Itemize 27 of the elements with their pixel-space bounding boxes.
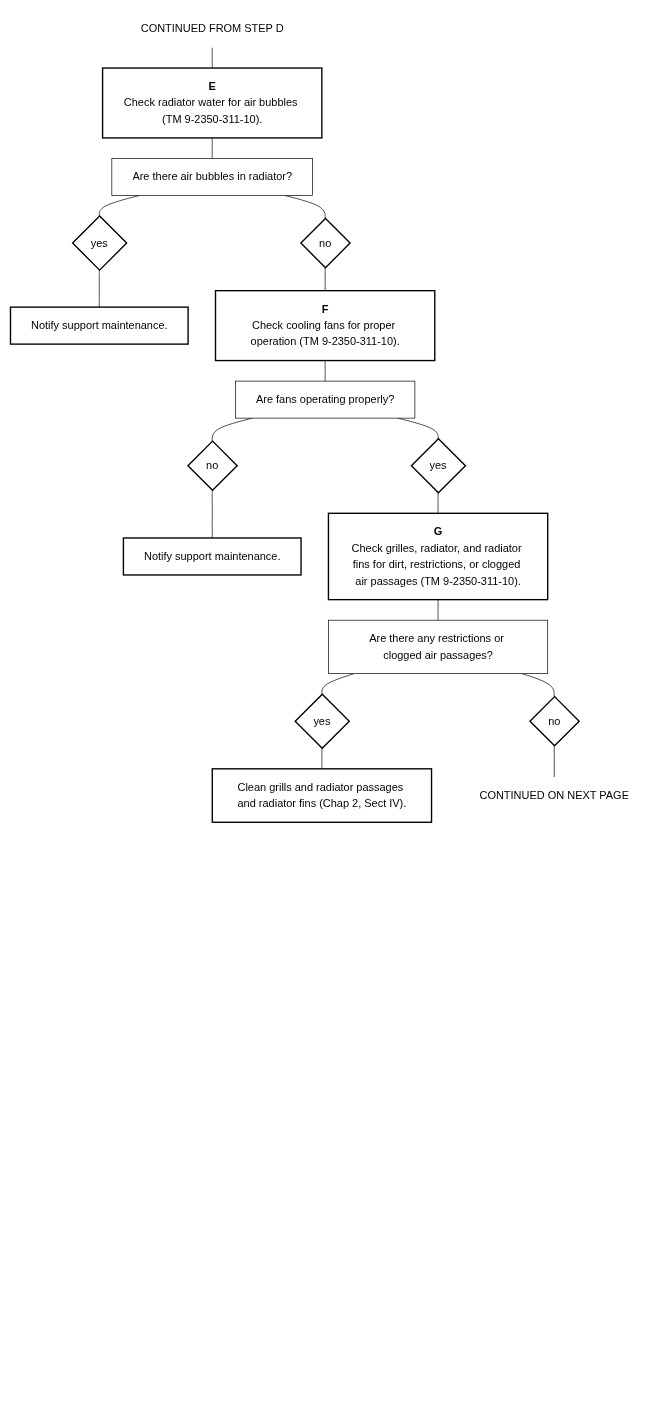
node-box: Notify support maintenance.	[122, 537, 302, 576]
node-diamond: yes	[294, 693, 351, 750]
connector	[437, 599, 439, 621]
connector	[324, 360, 326, 382]
node-box: Notify support maintenance.	[9, 306, 189, 345]
connector	[98, 269, 100, 308]
connector	[321, 747, 323, 770]
connector	[437, 492, 439, 514]
connector	[324, 267, 326, 291]
node-box: Are there any restrictions or clogged air passages?	[328, 619, 549, 674]
node-diamond: yes	[71, 215, 128, 272]
node-diamond: no	[187, 440, 239, 492]
connector	[211, 137, 213, 159]
node-diamond: yes	[410, 437, 467, 494]
connector	[211, 47, 213, 69]
node-box: Are there air bubbles in radiator?	[111, 158, 313, 196]
node-text: CONTINUED FROM STEP D	[140, 22, 284, 35]
node-box: G Check grilles, radiator, and radiator fins for dirt, restrictions, or clogged air passages (TM 9-2350-311-10).	[327, 512, 549, 601]
connector	[211, 489, 213, 539]
node-box: E Check radiator water for air bubbles (TM 9-2350-311-10).	[101, 67, 323, 139]
connector	[553, 745, 555, 778]
node-diamond: no	[529, 695, 581, 747]
node-diamond: no	[299, 217, 352, 269]
node-box: Are fans operating properly?	[235, 380, 416, 419]
node-box: Clean grills and radiator passages and radiator fins (Chap 2, Sect IV).	[211, 768, 433, 823]
node-text: CONTINUED ON NEXT PAGE	[479, 789, 629, 802]
node-box: F Check cooling fans for proper operation (TM 9-2350-311-10).	[214, 290, 436, 362]
